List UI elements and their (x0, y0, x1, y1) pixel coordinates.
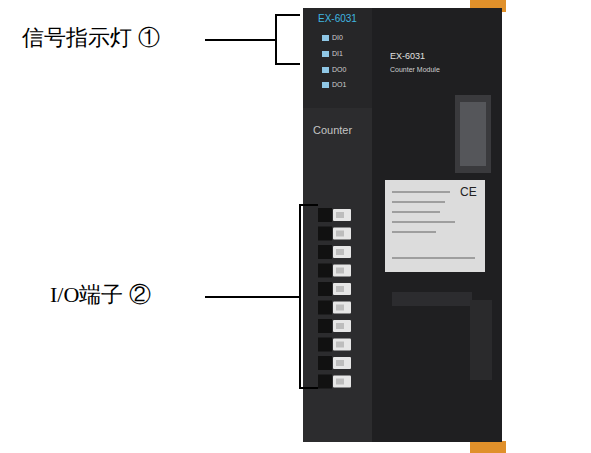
module-front (303, 8, 372, 442)
terminal-button (333, 357, 351, 369)
terminal-button (336, 360, 344, 366)
terminal-button (336, 305, 344, 311)
terminal-button (336, 249, 344, 255)
led-label: DI1 (332, 50, 343, 58)
terminal-hole (318, 227, 332, 241)
leader-line (205, 39, 276, 41)
bus-connector (460, 102, 486, 166)
model-name: EX-6031 (390, 52, 425, 62)
terminal-hole (318, 319, 332, 333)
sticker-text-line (392, 231, 436, 233)
terminal-button (336, 212, 344, 218)
terminal-hole (318, 375, 332, 389)
terminal-button (333, 265, 351, 277)
terminal-block (318, 208, 351, 389)
leader-line (205, 296, 300, 298)
terminal-hole (318, 264, 332, 278)
din-clip (470, 441, 506, 453)
terminal-button (336, 379, 344, 385)
terminal-button (333, 228, 351, 240)
sticker-text-line (392, 257, 475, 259)
sticker-text-line (392, 211, 440, 213)
bracket (276, 15, 300, 64)
led-panel (303, 8, 372, 108)
terminal-button (336, 286, 344, 292)
callout-label: I/O端子 ② (50, 283, 151, 307)
sticker-text-line (392, 221, 455, 223)
terminal-hole (318, 208, 332, 222)
terminal-button (336, 323, 344, 329)
sticker-text-line (392, 191, 450, 193)
cert-mark: CE (460, 186, 477, 199)
model-name: EX-6031 (318, 13, 357, 24)
terminal-hole (318, 282, 332, 296)
label-sticker (385, 180, 485, 272)
terminal-button (333, 339, 351, 351)
terminal-button (333, 320, 351, 332)
led-label: DO0 (332, 66, 346, 74)
led (322, 67, 329, 73)
led-label: DO1 (332, 81, 346, 89)
small-sticker (392, 292, 472, 306)
terminal-button (336, 231, 344, 237)
callout-label: 信号指示灯 ① (22, 26, 160, 50)
terminal-button (333, 283, 351, 295)
callout-bracket (205, 15, 318, 388)
bracket (300, 205, 318, 388)
bus-connector (455, 95, 491, 173)
led (322, 51, 329, 57)
module-type: Counter (313, 124, 352, 136)
terminal-hole (318, 301, 332, 315)
terminal-hole (318, 356, 332, 370)
terminal-hole (318, 338, 332, 352)
terminal-button (333, 376, 351, 388)
module-side (372, 8, 502, 442)
terminal-button (333, 302, 351, 314)
led-label: DI0 (332, 34, 343, 42)
terminal-button (333, 209, 351, 221)
terminal-hole (318, 245, 332, 259)
terminal-button (333, 246, 351, 258)
terminal-button (336, 342, 344, 348)
sticker-text-line (392, 201, 445, 203)
led (322, 82, 329, 88)
module-name: Counter Module (390, 66, 440, 74)
led (322, 35, 329, 41)
terminal-button (336, 268, 344, 274)
side-slot (470, 300, 492, 380)
